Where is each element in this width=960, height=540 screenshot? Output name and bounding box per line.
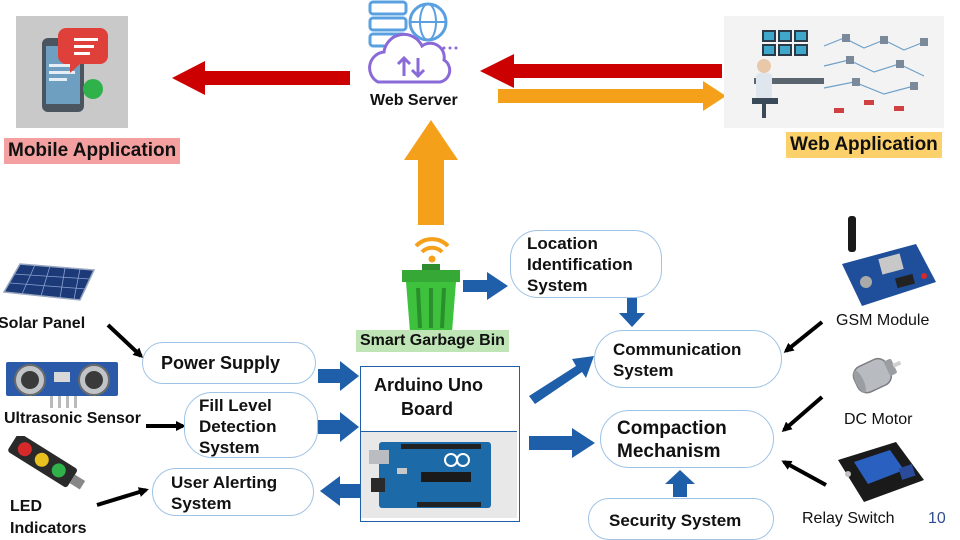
control-room-icon — [724, 16, 944, 128]
relay-switch-label: Relay Switch — [802, 510, 895, 527]
arduino-board-icon — [369, 442, 491, 508]
black-arrow-gsm — [783, 320, 824, 353]
security-label: Security System — [609, 511, 742, 530]
mobile-app-label: Mobile Application — [4, 138, 181, 164]
compaction-mechanism-box: Compaction Mechanism — [600, 410, 774, 468]
red-arrow-to-mobile — [172, 61, 350, 95]
ultrasonic-sensor-label: Ultrasonic Sensor — [4, 410, 141, 427]
led-label-line-2: Indicators — [10, 520, 87, 537]
arduino-image-frame — [361, 431, 517, 518]
user-alerting-box: User Alerting System — [152, 468, 314, 516]
power-supply-box: Power Supply — [142, 342, 316, 384]
traffic-light-icon — [4, 433, 96, 494]
web-app-label: Web Application — [786, 132, 942, 158]
fill-level-line-2: Detection — [199, 417, 277, 436]
black-arrow-relay — [781, 460, 827, 487]
communication-line-1: Communication — [613, 340, 742, 359]
page-number: 10 — [928, 510, 946, 527]
fill-level-line-1: Fill Level — [199, 396, 272, 415]
gsm-module-icon — [836, 214, 942, 310]
dc-motor-label: DC Motor — [844, 411, 913, 428]
black-arrow-led — [96, 487, 149, 507]
server-cloud-icon — [364, 0, 460, 90]
compaction-line-1: Compaction — [617, 418, 727, 439]
gsm-module-label: GSM Module — [836, 312, 930, 329]
red-arrow-to-server — [480, 54, 722, 88]
arduino-board-box: Arduino Uno Board — [360, 366, 520, 522]
arduino-line-2: Board — [401, 399, 454, 419]
orange-arrow-to-server — [404, 120, 458, 225]
wifi-icon — [412, 228, 452, 264]
relay-module-icon — [834, 440, 926, 506]
location-identification-box: Location Identification System — [510, 230, 662, 298]
communication-system-box: Communication System — [594, 330, 782, 388]
blue-arrow-arduino-to-comm — [529, 356, 594, 404]
blue-arrow-power-to-arduino — [318, 361, 359, 391]
location-line-2: Identification — [527, 255, 633, 274]
orange-arrow-to-webapp — [498, 81, 726, 111]
web-server-label: Web Server — [370, 92, 458, 109]
location-line-3: System — [527, 276, 588, 295]
blue-arrow-bin-to-location — [463, 272, 508, 300]
black-arrow-solar — [106, 323, 144, 359]
blue-arrow-security-to-compaction — [665, 470, 695, 497]
location-line-1: Location — [527, 234, 598, 253]
dc-motor-icon — [848, 348, 904, 400]
fill-level-line-3: System — [199, 438, 260, 457]
blue-arrow-fill-to-arduino — [318, 412, 359, 442]
blue-arrow-arduino-to-alert — [320, 476, 360, 506]
solar-panel-icon — [2, 262, 96, 302]
security-system-box: Security System — [588, 498, 774, 540]
solar-panel-label: Solar Panel — [0, 315, 86, 332]
bin-label: Smart Garbage Bin — [356, 330, 509, 352]
arduino-line-1: Arduino Uno — [374, 375, 483, 395]
black-arrow-motor — [781, 395, 824, 432]
phone-chat-icon — [16, 16, 128, 128]
alerting-line-2: System — [171, 494, 232, 513]
garbage-bin-icon — [396, 262, 466, 332]
power-label: Power Supply — [161, 353, 281, 373]
communication-line-2: System — [613, 361, 674, 380]
blue-arrow-arduino-to-compaction — [529, 428, 595, 458]
alerting-line-1: User Alerting — [171, 473, 278, 492]
blue-arrow-location-to-comm — [619, 296, 645, 327]
led-label-line-1: LED — [10, 498, 42, 515]
ultrasonic-sensor-icon — [6, 362, 118, 408]
fill-level-detection-box: Fill Level Detection System — [184, 392, 318, 458]
compaction-line-2: Mechanism — [617, 441, 721, 462]
